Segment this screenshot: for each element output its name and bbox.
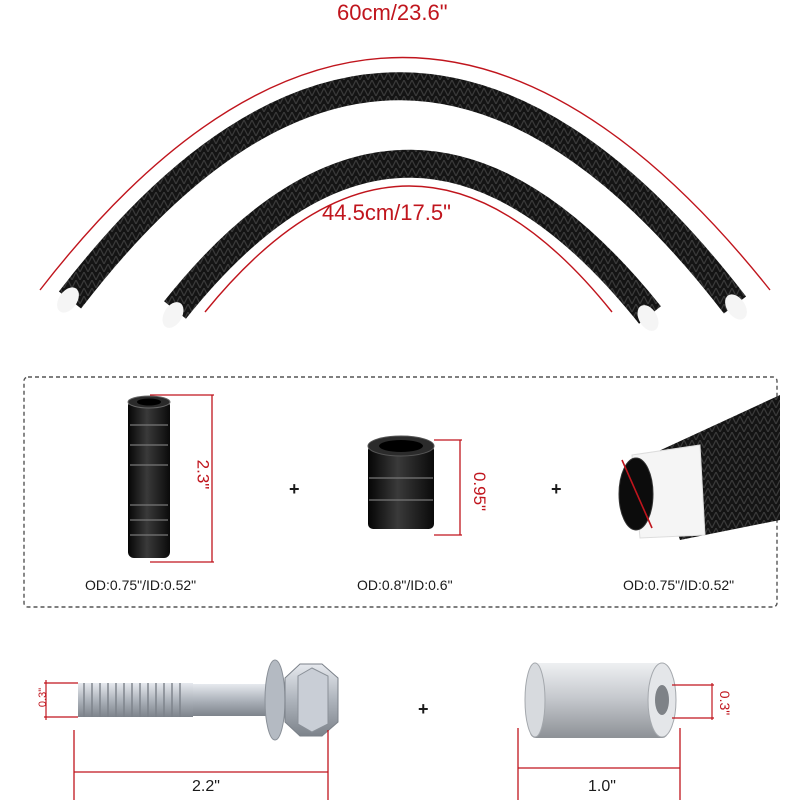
aluminum-spacer <box>524 662 677 738</box>
short-hose-dimension-arc <box>204 185 613 313</box>
barb-height-dimension <box>150 394 214 563</box>
flange-bolt <box>78 659 339 741</box>
bolt-diameter-label: 0.3" <box>37 687 50 708</box>
hose-end-caption: OD:0.75"/ID:0.52" <box>623 577 735 593</box>
ring-fitting <box>367 435 435 529</box>
ring-height-dimension <box>434 439 462 536</box>
barb-height-label: 2.3" <box>193 459 213 490</box>
long-hose-dimension-arc <box>39 57 771 291</box>
barb-fitting-caption: OD:0.75"/ID:0.52" <box>85 577 197 593</box>
ring-fitting-caption: OD:0.8"/ID:0.6" <box>357 577 453 593</box>
bolt-length-dimension <box>73 730 329 800</box>
spacer-bore-dimension <box>672 683 714 720</box>
ring-height-label: 0.95" <box>470 471 490 512</box>
long-hose-end-right <box>725 294 747 320</box>
short-hose-end-left <box>162 302 184 328</box>
long-hose-end-left <box>57 287 79 313</box>
long-hose <box>58 72 747 314</box>
hose-end-closeup <box>618 395 780 540</box>
short-hose-end-right <box>637 305 659 331</box>
long-hose-length-label: 60cm/23.6" <box>337 0 448 25</box>
bolt-diameter-dimension <box>44 680 78 720</box>
short-hose <box>164 149 661 324</box>
short-hose-length-label: 44.5cm/17.5" <box>322 200 451 225</box>
bolt-length-label: 2.2" <box>192 778 220 795</box>
plus-icon: + <box>418 699 429 719</box>
plus-icon: + <box>289 479 300 499</box>
plus-icon: + <box>551 479 562 499</box>
barb-fitting <box>127 395 171 558</box>
spacer-length-dimension <box>517 728 681 800</box>
spacer-length-label: 1.0" <box>588 778 616 795</box>
spacer-bore-label: 0.3" <box>717 690 734 716</box>
